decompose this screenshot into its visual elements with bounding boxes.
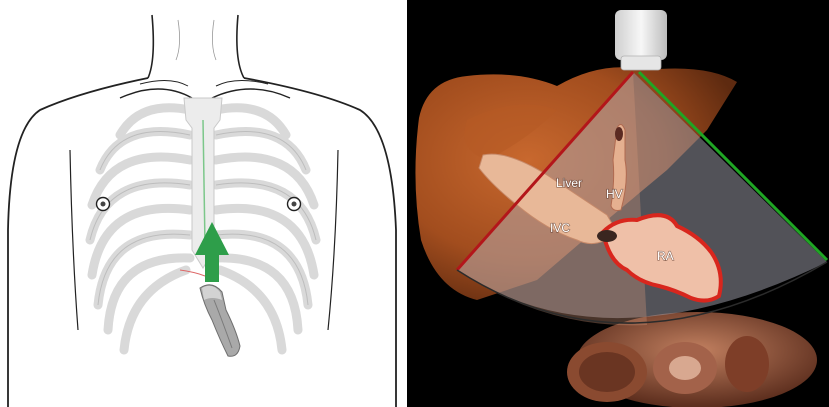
nipple-left xyxy=(97,198,110,211)
subcostal-ultrasound-scene: Liver HV IVC RA xyxy=(407,0,829,407)
label-liver: Liver xyxy=(556,176,582,190)
label-ivc: IVC xyxy=(550,221,570,235)
lower-organs xyxy=(567,312,817,407)
ultrasound-probe-icon xyxy=(200,285,240,356)
transducer-probe-icon xyxy=(615,10,667,70)
label-ra: RA xyxy=(657,249,674,263)
ribcage-illustration xyxy=(0,0,405,407)
nipple-right xyxy=(288,198,301,211)
label-hv: HV xyxy=(606,187,623,201)
ultrasound-3d-view-panel: Liver HV IVC RA xyxy=(407,0,829,407)
chest-illustration-panel xyxy=(0,0,405,407)
